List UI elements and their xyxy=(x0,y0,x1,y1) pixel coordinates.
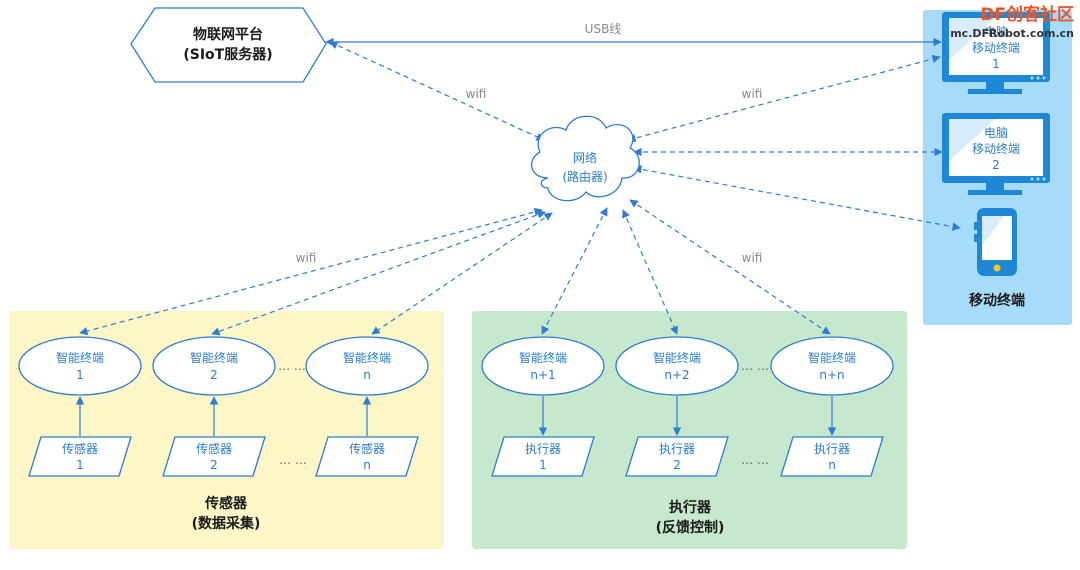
phone-side-button xyxy=(974,234,977,242)
sensor-zone-title: 传感器 xyxy=(204,495,248,512)
sensor-terminals: 智能终端 1 智能终端 2 智能终端 n xyxy=(18,336,429,396)
terminal-node xyxy=(770,336,894,396)
edge-router-phone xyxy=(633,165,961,231)
pc1-line3: 1 xyxy=(992,57,1000,71)
edge-router-terminal-n1 xyxy=(541,207,608,335)
platform-title: 物联网平台 xyxy=(193,26,263,43)
terminal-node xyxy=(481,336,605,396)
actuator-node xyxy=(780,436,884,477)
actuator-label: 执行器 xyxy=(814,442,850,456)
terminal-index: n+2 xyxy=(664,368,689,382)
actuators-ellipsis: … … xyxy=(741,453,769,467)
edge-label-wifi-bottom-left: wifi xyxy=(296,251,317,265)
monitor-neck xyxy=(986,183,1004,191)
edge-label-wifi-left: wifi xyxy=(466,87,487,101)
monitor-led xyxy=(1030,76,1034,80)
actuator-index: n xyxy=(828,458,836,472)
pc-terminal-1: 电脑 移动终端 1 xyxy=(942,12,1050,94)
terminal-index: 1 xyxy=(76,368,84,382)
terminal-label: 智能终端 xyxy=(519,350,567,365)
monitor-glare xyxy=(949,119,995,161)
pc2-line3: 2 xyxy=(992,158,1000,172)
actuator-terminals-ellipsis: … … xyxy=(741,359,769,373)
actuator-zone-subtitle: (反馈控制) xyxy=(656,519,725,536)
actuator-label: 执行器 xyxy=(659,442,695,456)
terminal-label: 智能终端 xyxy=(653,350,701,365)
edge-router-terminal-nn xyxy=(629,199,831,335)
sensors: 传感器 1 传感器 2 传感器 n xyxy=(28,436,419,477)
sensor-index: n xyxy=(363,458,371,472)
mobile-zone-title: 移动终端 xyxy=(969,292,1025,309)
actuator-index: 1 xyxy=(539,458,547,472)
phone-terminal xyxy=(974,208,1017,276)
monitor-led xyxy=(1036,177,1040,181)
edge-label-wifi-bottom-right: wifi xyxy=(742,251,763,265)
edge-router-terminal-1 xyxy=(79,207,543,336)
terminal-index: n xyxy=(363,368,371,382)
pc2-line2: 移动终端 xyxy=(972,141,1020,156)
monitor-neck xyxy=(986,82,1004,90)
terminal-node xyxy=(18,336,142,396)
monitor-glare xyxy=(949,18,995,60)
actuator-node xyxy=(491,436,595,477)
pc2-line1: 电脑 xyxy=(984,126,1008,140)
sensor-index: 2 xyxy=(210,458,218,472)
terminal-label: 智能终端 xyxy=(808,350,856,365)
monitor-base xyxy=(968,89,1022,94)
actuator-node xyxy=(625,436,729,477)
actuator-index: 2 xyxy=(673,458,681,472)
sensor-terminals-ellipsis: … … xyxy=(278,359,306,373)
edges xyxy=(75,37,961,436)
pc1-line1: 电脑 xyxy=(984,25,1008,39)
edge-router-terminal-n xyxy=(371,212,553,335)
sensor-label: 传感器 xyxy=(62,441,98,456)
pc-terminal-2: 电脑 移动终端 2 xyxy=(942,113,1050,195)
edge-label-usb: USB线 xyxy=(585,22,622,36)
terminal-node xyxy=(615,336,739,396)
sensor-label: 传感器 xyxy=(349,441,385,456)
watermark-brand: DF创客社区 xyxy=(980,4,1074,25)
terminal-label: 智能终端 xyxy=(190,350,238,365)
sensor-node xyxy=(28,436,132,477)
edge-router-pc1 xyxy=(627,54,941,143)
router-cloud-icon xyxy=(530,115,640,202)
monitor-led xyxy=(1042,177,1046,181)
phone-glare xyxy=(982,216,1004,246)
phone-home-button xyxy=(993,264,1001,272)
sensor-node xyxy=(315,436,419,477)
monitor-base xyxy=(968,190,1022,195)
sensor-zone-subtitle: (数据采集) xyxy=(192,515,261,532)
sensor-index: 1 xyxy=(76,458,84,472)
terminal-index: n+n xyxy=(819,368,844,382)
sensor-label: 传感器 xyxy=(196,441,232,456)
router-label: 网络 xyxy=(573,150,597,165)
platform-node: 物联网平台 (SIoT服务器) xyxy=(130,7,327,83)
terminal-label: 智能终端 xyxy=(343,350,391,365)
terminal-index: n+1 xyxy=(530,368,555,382)
sensors-ellipsis: … … xyxy=(279,453,307,467)
pc1-line2: 移动终端 xyxy=(972,40,1020,55)
sensor-node xyxy=(162,436,266,477)
watermark-url: mc.DFRobot.com.cn xyxy=(950,27,1074,40)
router-node: 网络 (路由器) xyxy=(530,115,640,202)
platform-subtitle: (SIoT服务器) xyxy=(183,46,272,63)
terminal-label: 智能终端 xyxy=(56,350,104,365)
watermark: DF创客社区 mc.DFRobot.com.cn xyxy=(950,4,1074,40)
edge-platform-router xyxy=(329,41,545,141)
edge-label-wifi-right: wifi xyxy=(742,87,763,101)
terminal-node xyxy=(305,336,429,396)
router-sublabel: (路由器) xyxy=(562,169,607,184)
actuator-terminals: 智能终端 n+1 智能终端 n+2 智能终端 n+n xyxy=(481,336,894,396)
actuator-label: 执行器 xyxy=(525,442,561,456)
terminal-index: 2 xyxy=(210,368,218,382)
monitor-led xyxy=(1036,76,1040,80)
monitor-led xyxy=(1042,76,1046,80)
actuators: 执行器 1 执行器 2 执行器 n xyxy=(491,436,884,477)
actuator-zone-title: 执行器 xyxy=(669,499,712,516)
terminal-node xyxy=(152,336,276,396)
phone-side-button xyxy=(974,222,977,230)
monitor-led xyxy=(1030,177,1034,181)
platform-hexagon xyxy=(130,7,327,83)
